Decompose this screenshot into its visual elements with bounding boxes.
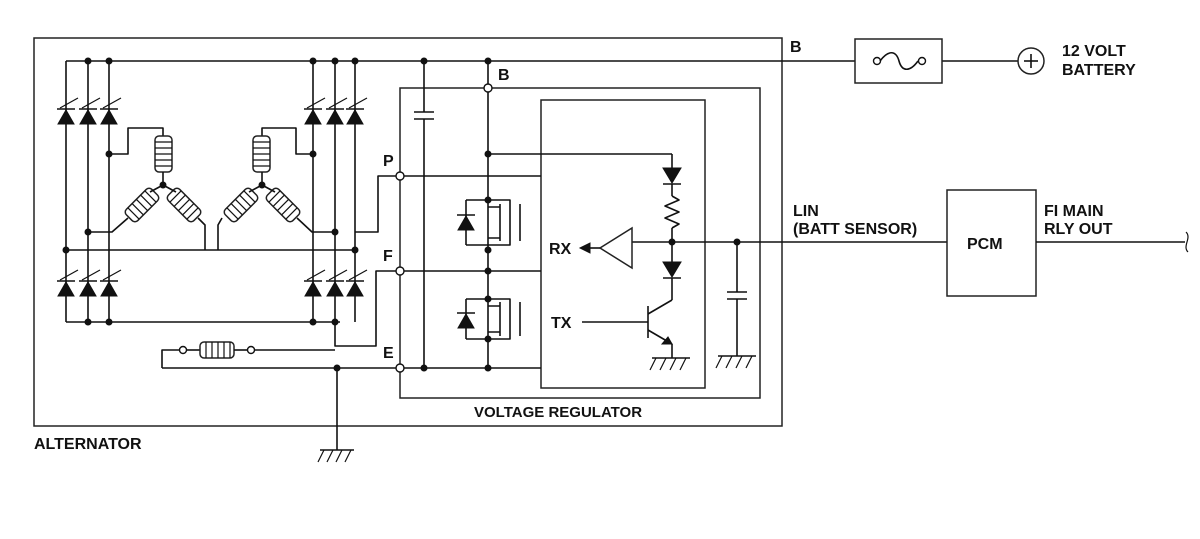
voltage-regulator-label: VOLTAGE REGULATOR	[474, 404, 642, 421]
fi-main-label-line2: RLY OUT	[1044, 221, 1113, 238]
regulator-internals	[414, 57, 947, 371]
terminal-b-inner-label: B	[498, 67, 510, 84]
terminal-wiring	[162, 171, 541, 450]
terminal-b-outer-label: B	[790, 39, 802, 56]
terminal-p-label: P	[383, 153, 394, 170]
lin-label-line2: (BATT SENSOR)	[793, 221, 917, 238]
transistor-icon	[582, 299, 690, 371]
battery-plus-icon	[1017, 47, 1045, 75]
right-rectifier	[304, 57, 368, 326]
mosfet-lower-icon	[457, 298, 521, 340]
fuse-icon	[854, 38, 943, 84]
pcm-module	[946, 189, 1189, 297]
terminal-e-label: E	[383, 345, 394, 362]
rx-label: RX	[549, 241, 572, 258]
lin-label-line1: LIN	[793, 203, 819, 220]
regulator-outer-box	[399, 87, 761, 399]
resistor-icon	[664, 195, 680, 229]
left-stator-coil-icon	[88, 127, 206, 250]
fi-main-label-line1: FI MAIN	[1044, 203, 1104, 220]
right-stator-coil-icon	[217, 127, 335, 250]
terminal-f-label: F	[383, 248, 393, 265]
pcm-label: PCM	[967, 236, 1003, 253]
battery-label-line2: BATTERY	[1062, 62, 1136, 79]
tx-label: TX	[551, 315, 572, 332]
amplifier-icon	[578, 226, 633, 270]
ground-icon	[317, 449, 354, 463]
regulator-inner-box	[540, 99, 706, 389]
field-coil-icon	[161, 341, 335, 368]
battery-label-line1: 12 VOLT	[1062, 43, 1126, 60]
diode-icon	[662, 167, 682, 184]
left-rectifier	[57, 57, 355, 326]
mosfet-upper-icon	[457, 199, 521, 246]
alternator-box	[33, 37, 783, 427]
capacitor-icon	[715, 242, 756, 369]
alternator-label: ALTERNATOR	[34, 436, 142, 453]
